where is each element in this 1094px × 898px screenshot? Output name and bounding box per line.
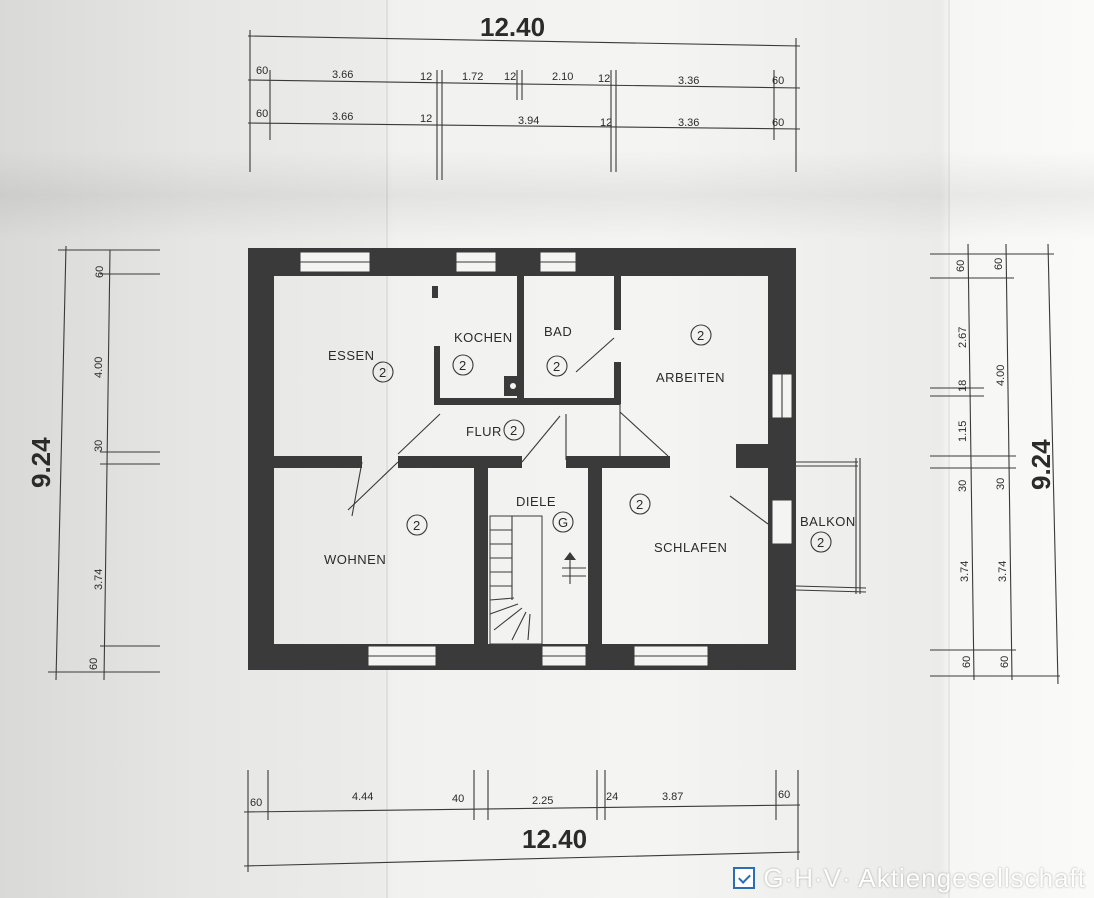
bottom-dim-3: 40 — [452, 793, 464, 805]
right-total-dimension: 9.24 — [1026, 439, 1056, 490]
floor-marker-diele: G — [552, 511, 574, 533]
room-label-flur: FLUR — [466, 424, 502, 439]
floor-markers: 2 2 2 2 2 G 2 2 — [372, 324, 832, 553]
bottom-dim-7: 60 — [778, 789, 790, 801]
right2-dim-4: 3.74 — [997, 561, 1009, 582]
top-total-dimension: 12.40 — [480, 12, 545, 42]
top-dim-7: 12 — [598, 73, 610, 85]
svg-text:2: 2 — [510, 423, 518, 438]
floor-marker-wohnen: 2 — [406, 514, 428, 536]
balcony-outline — [795, 458, 867, 594]
left-dim-5: 60 — [88, 658, 100, 670]
svg-text:2: 2 — [413, 518, 421, 533]
left-dim-2: 4.00 — [93, 357, 105, 378]
bottom-total-dimension: 12.40 — [522, 824, 587, 854]
top-dimension-chain: 12.40 60 3.66 12 1.72 12 2.10 12 3.36 60… — [247, 12, 801, 180]
right2-dim-1: 60 — [993, 258, 1005, 270]
bottom-dim-2: 4.44 — [352, 791, 373, 803]
inner-walls — [274, 276, 768, 644]
floor-marker-arbeiten: 2 — [690, 324, 712, 346]
room-label-essen: ESSEN — [328, 348, 375, 363]
top2-dim-3: 12 — [420, 113, 432, 125]
left-dim-1: 60 — [94, 266, 106, 278]
floor-marker-bad: 2 — [546, 355, 568, 377]
right-dim-1: 60 — [955, 260, 967, 272]
staircase — [489, 515, 586, 645]
brand-watermark: G·H·V· Aktiengesellschaft — [733, 862, 1086, 893]
room-label-kochen: KOCHEN — [454, 330, 513, 345]
right-dimension-chain: 60 2.67 18 1.15 30 3.74 60 60 4.00 30 3.… — [930, 243, 1060, 685]
left-dim-4: 3.74 — [93, 569, 105, 590]
right2-dim-2: 4.00 — [995, 365, 1007, 386]
svg-text:2: 2 — [817, 535, 825, 550]
top-dim-2: 3.66 — [332, 69, 353, 81]
right-dim-4: 1.15 — [957, 421, 969, 442]
room-label-bad: BAD — [544, 324, 572, 339]
right-dim-5: 30 — [957, 480, 969, 492]
top2-dim-7: 60 — [772, 117, 784, 129]
windows — [299, 251, 793, 667]
right-dim-3: 18 — [957, 380, 969, 392]
left-total-dimension: 9.24 — [26, 437, 56, 488]
top2-dim-1: 60 — [256, 108, 268, 120]
room-label-wohnen: WOHNEN — [324, 552, 386, 567]
room-label-arbeiten: ARBEITEN — [656, 370, 725, 385]
right-dim-2: 2.67 — [957, 327, 969, 348]
room-label-balkon: BALKON — [800, 514, 856, 529]
bottom-dim-6: 3.87 — [662, 791, 683, 803]
bottom-dim-4: 2.25 — [532, 795, 553, 807]
top-dim-3: 12 — [420, 71, 432, 83]
svg-text:2: 2 — [459, 358, 467, 373]
checkbox-logo-icon — [733, 867, 756, 889]
svg-text:2: 2 — [636, 497, 644, 512]
top2-dim-4: 3.94 — [518, 115, 539, 127]
top2-dim-2: 3.66 — [332, 111, 353, 123]
svg-text:G: G — [558, 515, 569, 530]
left-dim-3: 30 — [93, 440, 105, 452]
top-dim-1: 60 — [256, 65, 268, 77]
top-dim-9: 60 — [772, 75, 784, 87]
floor-marker-essen: 2 — [372, 361, 394, 383]
bottom-dimension-chain: 60 4.44 40 2.25 24 3.87 60 12.40 — [243, 770, 801, 872]
right-dim-6: 3.74 — [959, 561, 971, 582]
brand-name: G·H·V· Aktiengesellschaft — [763, 862, 1086, 893]
floor-marker-balkon: 2 — [810, 531, 832, 553]
bottom-dim-1: 60 — [250, 797, 262, 809]
right2-dim-3: 30 — [995, 478, 1007, 490]
floor-marker-kochen: 2 — [452, 354, 474, 376]
top-dim-6: 2.10 — [552, 71, 573, 83]
room-labels: ESSEN KOCHEN BAD ARBEITEN FLUR DIELE WOH… — [324, 324, 856, 567]
floor-marker-flur: 2 — [503, 419, 525, 441]
door-swings — [347, 337, 771, 525]
right2-dim-5: 60 — [999, 656, 1011, 668]
top2-dim-6: 3.36 — [678, 117, 699, 129]
right-dim-7: 60 — [961, 656, 973, 668]
room-label-schlafen: SCHLAFEN — [654, 540, 727, 555]
top2-dim-5: 12 — [600, 117, 612, 129]
room-label-diele: DIELE — [516, 494, 556, 509]
top-dim-5: 12 — [504, 71, 516, 83]
svg-text:2: 2 — [697, 328, 705, 343]
svg-text:2: 2 — [379, 365, 387, 380]
top-dim-8: 3.36 — [678, 75, 699, 87]
top-dim-4: 1.72 — [462, 71, 483, 83]
svg-text:2: 2 — [553, 359, 561, 374]
left-dimension-chain: 9.24 60 4.00 30 3.74 60 — [26, 245, 160, 681]
bottom-dim-5: 24 — [606, 791, 618, 803]
floor-marker-schlafen: 2 — [629, 493, 651, 515]
